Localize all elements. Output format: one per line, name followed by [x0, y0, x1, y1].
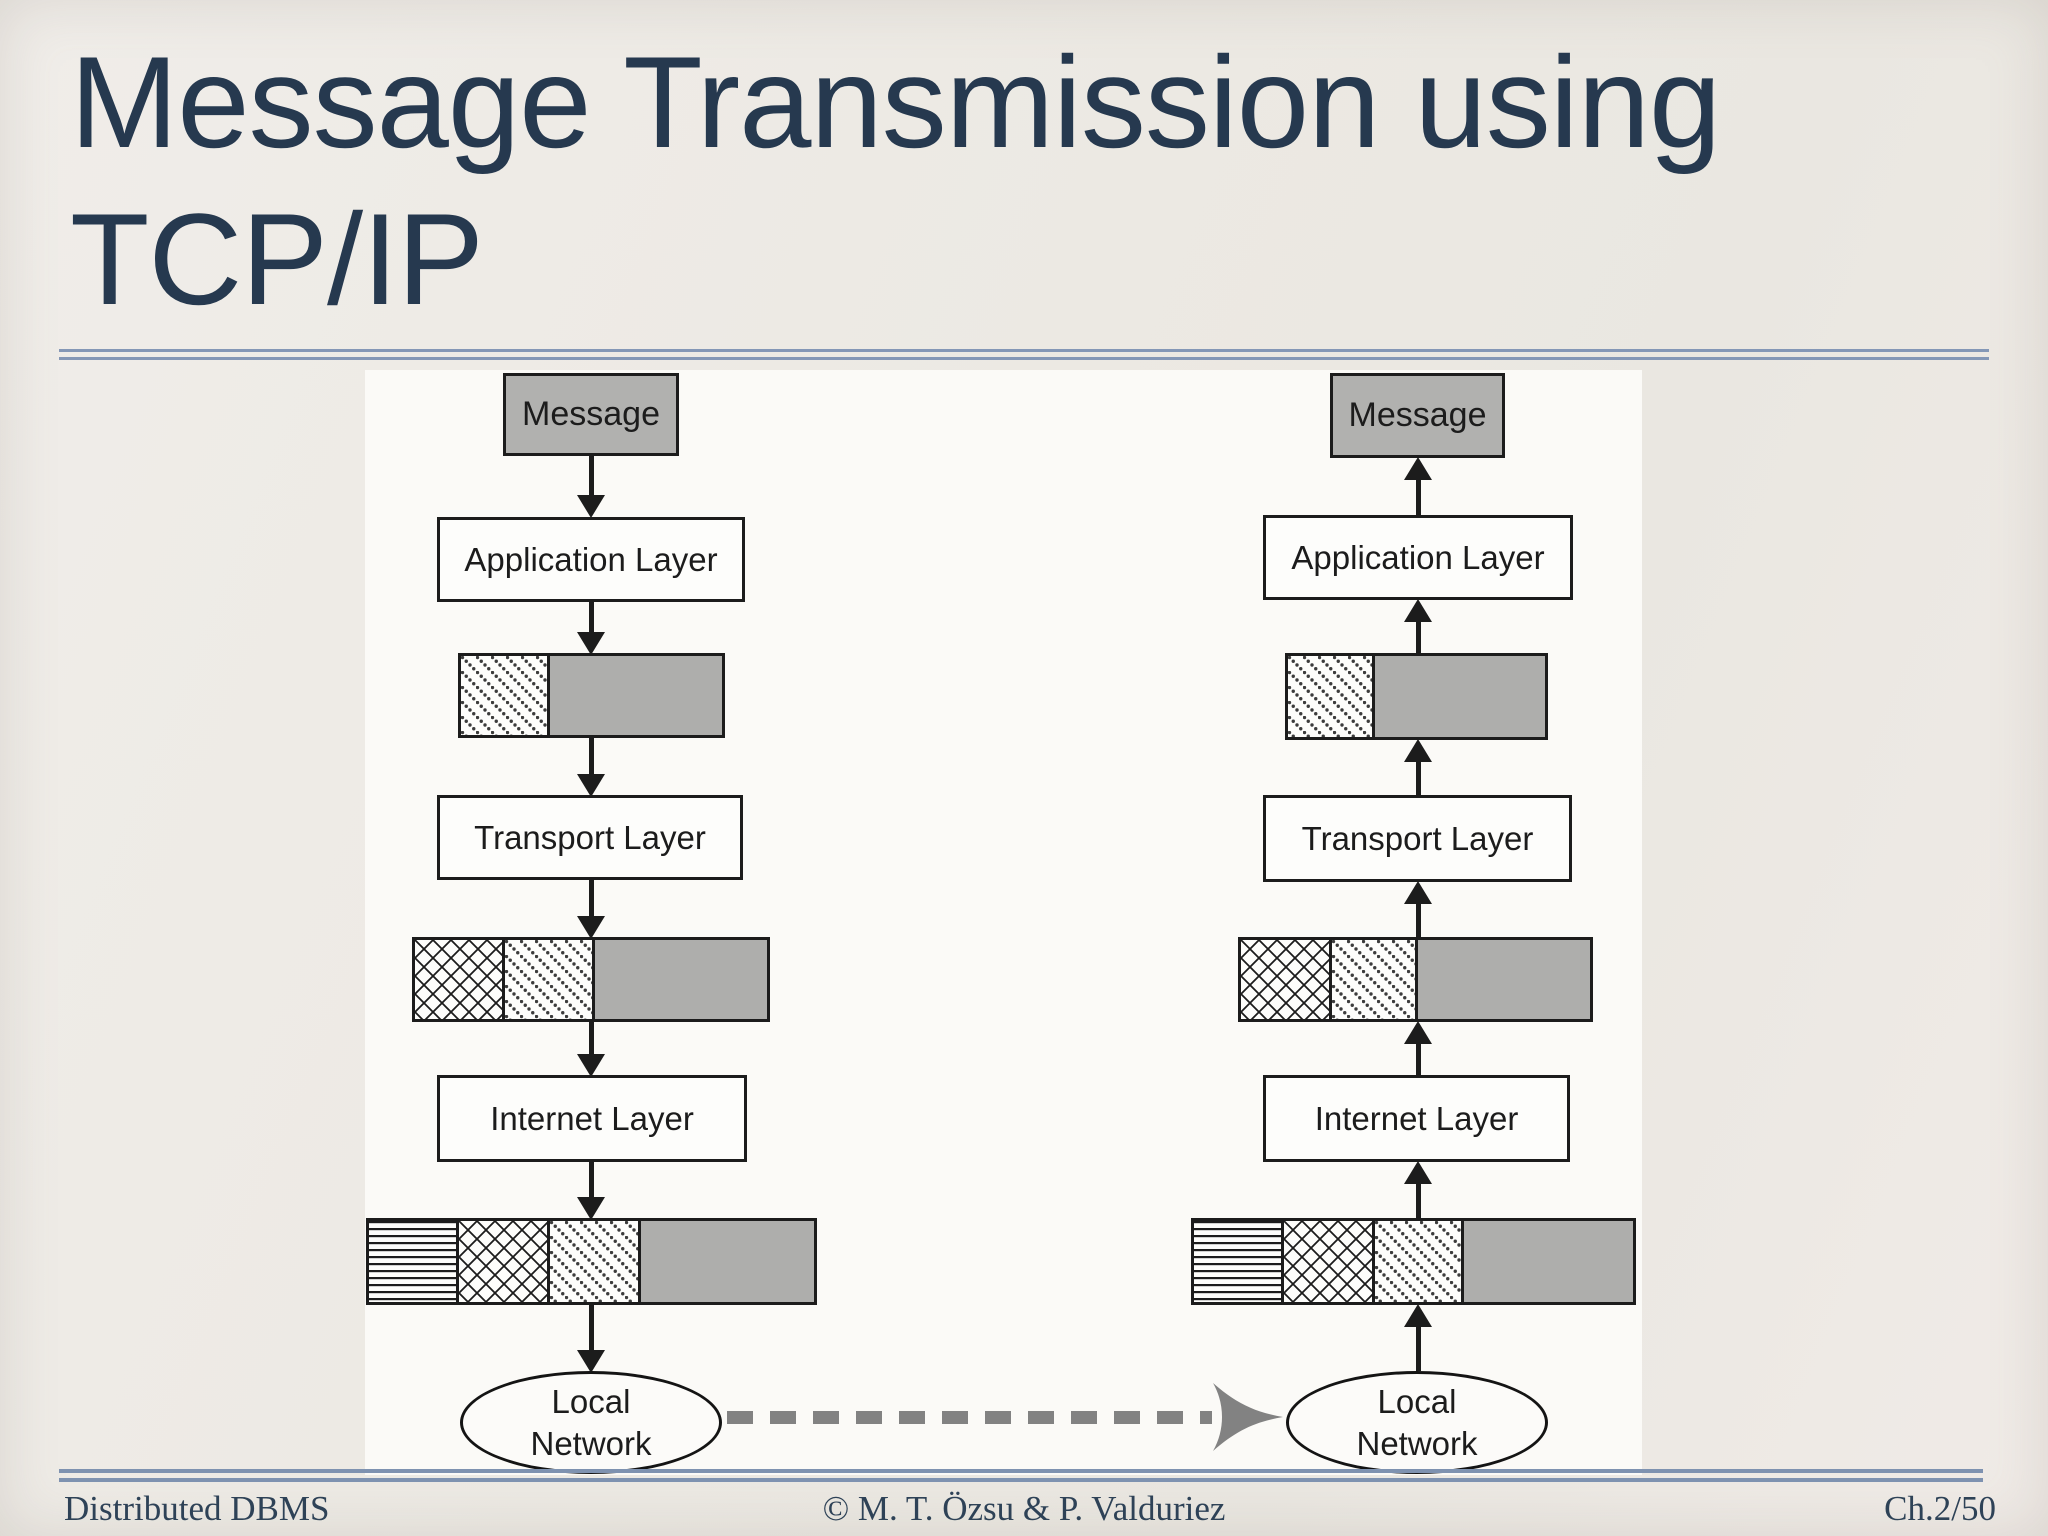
receiver-transport-layer-label: Transport Layer [1301, 819, 1534, 857]
packet-segment-payload [1461, 1218, 1636, 1305]
sender-message-box: Message [503, 373, 679, 456]
sender-internet-layer-label: Internet Layer [490, 1099, 694, 1137]
packet-segment-application-header [458, 653, 550, 738]
arrow-up-icon [1403, 1304, 1433, 1371]
arrow-up-icon [1403, 457, 1433, 515]
footer: Distributed DBMS © M. T. Özsu & P. Valdu… [0, 1489, 2048, 1536]
receiver-local-network-ellipse: Local Network [1286, 1371, 1548, 1474]
tcpip-diagram: Message Application Layer Transport Laye… [365, 370, 1642, 1475]
packet-segment-application-header [1329, 937, 1418, 1022]
footer-course-name: Distributed DBMS [64, 1489, 330, 1528]
sender-local-network-label: Local Network [530, 1383, 652, 1462]
arrow-down-icon [576, 1305, 606, 1373]
sender-internet-layer-box: Internet Layer [437, 1075, 747, 1162]
arrow-up-icon [1403, 599, 1433, 653]
packet-segment-transport-header [1238, 937, 1332, 1022]
arrow-down-icon [576, 456, 606, 518]
receiver-application-layer-box: Application Layer [1263, 515, 1573, 600]
receiver-transport-layer-box: Transport Layer [1263, 795, 1572, 882]
title-rule-top [59, 349, 1989, 352]
packet-segment-application-header [1285, 653, 1375, 740]
packet-segment-application-header [1372, 1218, 1464, 1305]
packet-segment-payload [1372, 653, 1548, 740]
dashed-arrow-head-icon [1213, 1383, 1283, 1451]
arrow-down-icon [576, 1022, 606, 1077]
packet-segment-transport-header [1281, 1218, 1375, 1305]
packet-segment-application-header [502, 937, 595, 1022]
arrow-up-icon [1403, 881, 1433, 937]
footer-copyright: © M. T. Özsu & P. Valduriez [822, 1489, 1226, 1528]
sender-transport-layer-label: Transport Layer [474, 818, 706, 856]
receiver-application-layer-label: Application Layer [1291, 538, 1545, 576]
arrow-up-icon [1403, 739, 1433, 795]
receiver-internet-layer-label: Internet Layer [1314, 1099, 1519, 1137]
sender-application-layer-label: Application Layer [464, 540, 718, 578]
receiver-local-network-label: Local Network [1356, 1383, 1478, 1462]
arrow-down-icon [576, 880, 606, 939]
footer-page-number: Ch.2/50 [1884, 1489, 1996, 1528]
packet-segment-network-header [1191, 1218, 1284, 1305]
sender-message-label: Message [522, 395, 660, 433]
sender-transport-layer-box: Transport Layer [437, 795, 743, 880]
arrow-down-icon [576, 602, 606, 655]
title-rule-bottom [59, 357, 1989, 360]
sender-local-network-ellipse: Local Network [460, 1371, 722, 1474]
arrow-down-icon [576, 738, 606, 797]
packet-segment-transport-header [412, 937, 505, 1022]
packet-segment-application-header [547, 1218, 641, 1305]
arrow-up-icon [1403, 1021, 1433, 1075]
dashed-arrow-line [727, 1411, 1212, 1424]
arrow-down-icon [576, 1162, 606, 1220]
receiver-internet-layer-box: Internet Layer [1263, 1075, 1570, 1162]
packet-segment-payload [1415, 937, 1593, 1022]
page-title: Message Transmission using TCP/IP [70, 29, 1721, 333]
packet-segment-payload [638, 1218, 817, 1305]
packet-segment-network-header [366, 1218, 459, 1305]
packet-segment-payload [592, 937, 770, 1022]
footer-rule [59, 1469, 1983, 1482]
receiver-message-label: Message [1348, 396, 1487, 434]
packet-segment-transport-header [456, 1218, 550, 1305]
sender-application-layer-box: Application Layer [437, 517, 745, 602]
packet-segment-payload [547, 653, 725, 738]
arrow-up-icon [1403, 1161, 1433, 1218]
receiver-message-box: Message [1330, 373, 1505, 458]
